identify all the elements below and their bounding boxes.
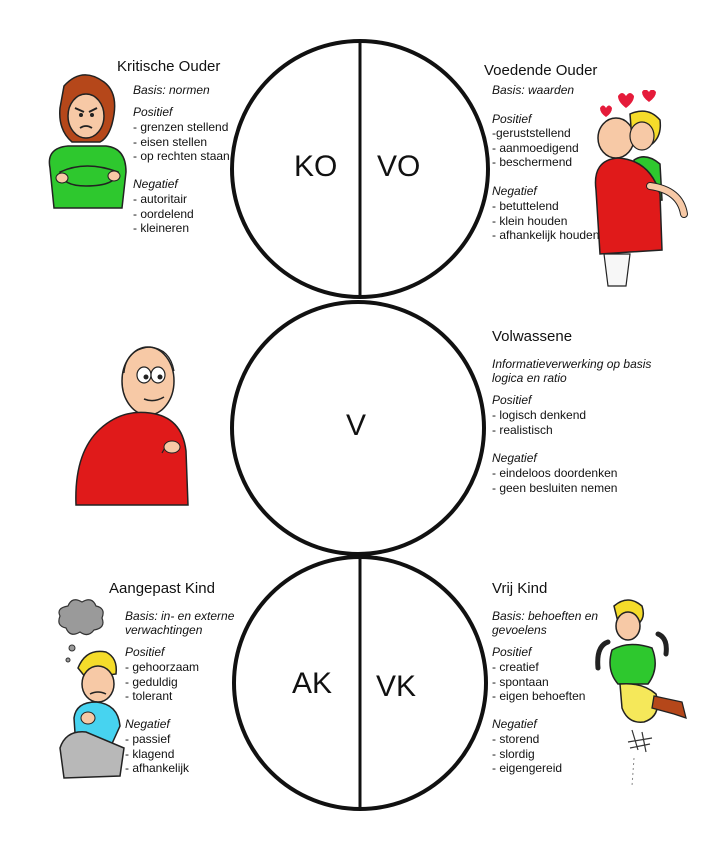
ko-negative-label: Negatief bbox=[133, 177, 178, 191]
ak-positive-label: Positief bbox=[125, 645, 165, 659]
ak-negative-label: Negatief bbox=[125, 717, 170, 731]
list-item: - storend bbox=[492, 732, 540, 746]
list-item: - geduldig bbox=[125, 674, 178, 689]
list-item: -geruststellend bbox=[492, 126, 571, 140]
label-ko: KO bbox=[294, 150, 338, 183]
list-item: - eindeloos doordenken bbox=[492, 466, 618, 480]
nurturing-parent-figure-icon bbox=[594, 90, 688, 287]
adult-figure-icon bbox=[75, 346, 189, 506]
list-item: - logisch denkend bbox=[492, 408, 587, 422]
list-item: - gehoorzaam bbox=[125, 660, 200, 674]
list-item: - passief bbox=[125, 732, 171, 746]
vo-positive-label: Positief bbox=[492, 112, 532, 126]
vk-positive-label: Positief bbox=[492, 645, 532, 659]
vk-negative-label: Negatief bbox=[492, 717, 537, 731]
list-item: - grenzen stellend bbox=[133, 120, 229, 134]
list-item: - tolerant bbox=[125, 689, 173, 704]
v-title: Volwassene bbox=[492, 328, 573, 345]
list-item: - eigengereid bbox=[492, 761, 563, 776]
list-item: - op rechten staan bbox=[133, 149, 230, 164]
list-item: - slordig bbox=[492, 746, 535, 761]
label-vk: VK bbox=[376, 670, 417, 703]
ak-basis-line-2: verwachtingen bbox=[125, 623, 203, 637]
ko-title: Kritische Ouder bbox=[117, 58, 221, 75]
label-vo: VO bbox=[377, 150, 421, 183]
vk-title: Vrij Kind bbox=[492, 580, 548, 597]
list-item: - spontaan bbox=[492, 674, 549, 689]
list-item: - beschermend bbox=[492, 155, 573, 170]
vo-positive-list: -geruststellend - aanmoedigend - bescher… bbox=[492, 126, 579, 170]
list-item: - geen besluiten nemen bbox=[492, 480, 618, 495]
list-item: - kleineren bbox=[133, 221, 190, 236]
list-item: - klein houden bbox=[492, 213, 568, 228]
vo-title: Voedende Ouder bbox=[484, 62, 598, 79]
ak-basis-line-1: Basis: in- en externe bbox=[125, 609, 235, 623]
ak-negative-list: - passief - klagend - afhankelijk bbox=[125, 732, 189, 776]
vo-negative-list: - betuttelend - klein houden - afhankeli… bbox=[492, 199, 599, 243]
v-negative-label: Negatief bbox=[492, 451, 537, 465]
vk-positive-list: - creatief - spontaan - eigen behoeften bbox=[492, 660, 585, 704]
list-item: - realistisch bbox=[492, 422, 553, 437]
list-item: - eisen stellen bbox=[133, 134, 208, 149]
v-positive-list: - logisch denkend - realistisch bbox=[492, 408, 586, 437]
ko-negative-list: - autoritair - oordelend - kleineren bbox=[133, 192, 194, 236]
adapted-child-figure-icon bbox=[58, 599, 125, 779]
vk-basis-line-1: Basis: behoeften en bbox=[492, 609, 599, 623]
vk-negative-list: - storend - slordig - eigengereid bbox=[492, 732, 562, 776]
list-item: - aanmoedigend bbox=[492, 140, 579, 155]
ko-positive-list: - grenzen stellend - eisen stellen - op … bbox=[133, 120, 230, 164]
list-item: - autoritair bbox=[133, 192, 188, 206]
circle-adult bbox=[230, 300, 486, 556]
list-item: - klagend bbox=[125, 746, 175, 761]
vo-negative-label: Negatief bbox=[492, 184, 537, 198]
v-positive-label: Positief bbox=[492, 393, 532, 407]
vo-basis: Basis: waarden bbox=[492, 83, 575, 97]
list-item: - betuttelend bbox=[492, 199, 559, 213]
free-child-figure-icon bbox=[595, 599, 687, 787]
ak-title: Aangepast Kind bbox=[109, 580, 215, 597]
list-item: - afhankelijk houden bbox=[492, 228, 600, 243]
ko-positive-label: Positief bbox=[133, 105, 173, 119]
list-item: - creatief bbox=[492, 660, 539, 674]
v-basis-line-1: Informatieverwerking op basis bbox=[492, 357, 652, 371]
list-item: - oordelend bbox=[133, 206, 194, 221]
ko-basis: Basis: normen bbox=[133, 83, 210, 97]
ak-positive-list: - gehoorzaam - geduldig - tolerant bbox=[125, 660, 199, 704]
list-item: - afhankelijk bbox=[125, 761, 190, 776]
v-negative-list: - eindeloos doordenken - geen besluiten … bbox=[492, 466, 617, 495]
label-v: V bbox=[346, 409, 367, 442]
critical-parent-figure-icon bbox=[48, 74, 127, 209]
label-ak: AK bbox=[292, 667, 333, 700]
list-item: - eigen behoeften bbox=[492, 689, 586, 704]
vk-basis-line-2: gevoelens bbox=[492, 623, 547, 637]
v-basis-line-2: logica en ratio bbox=[492, 371, 567, 385]
